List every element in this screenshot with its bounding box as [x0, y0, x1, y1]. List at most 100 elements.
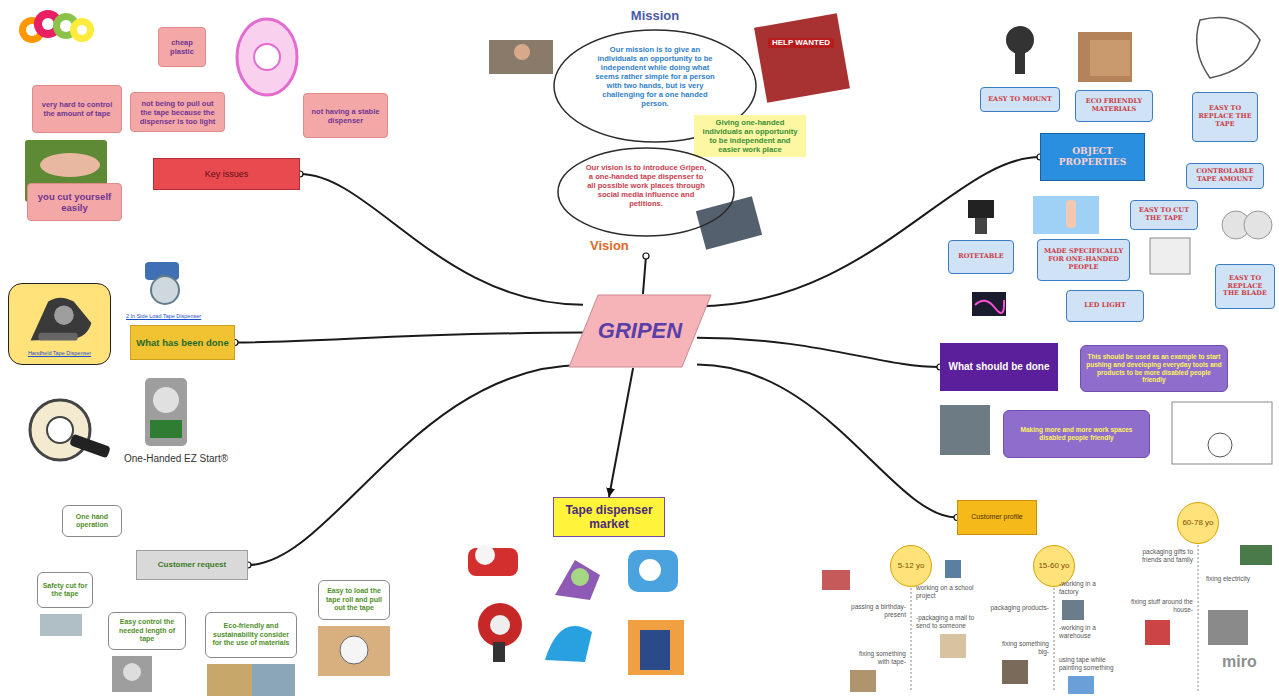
- node-text: MADE SPECIFICALLY FOR ONE-HANDED PEOPLE: [1042, 248, 1125, 271]
- note-box: Giving one-handed individuals an opportu…: [694, 115, 806, 157]
- illustration-shape: [514, 44, 530, 60]
- node-text: Mission: [552, 8, 758, 24]
- property-box: CONTROLABLE TAPE AMOUNT: [1186, 163, 1264, 189]
- illustration-shape: [1150, 238, 1190, 274]
- age-circle: 5-12 yo: [890, 545, 932, 587]
- illustration-shape: [1090, 40, 1130, 76]
- node-text: EASY TO CUT THE TAPE: [1135, 207, 1193, 223]
- illustration-shape: [975, 300, 1004, 313]
- node-text: you cut yourself easily: [32, 191, 117, 214]
- issue-box: not being to pull out the tape because t…: [130, 92, 225, 132]
- property-box: MADE SPECIFICALLY FOR ONE-HANDED PEOPLE: [1037, 239, 1130, 281]
- label-holder: miro: [1222, 652, 1274, 671]
- property-box: EASY TO REPLACE THE TAPE: [1192, 92, 1258, 142]
- illustration-shape: [1208, 433, 1232, 457]
- label-holder: working on a school project: [916, 584, 978, 600]
- node-text: Giving one-handed individuals an opportu…: [698, 118, 802, 154]
- property-box: EASY TO CUT THE TAPE: [1130, 200, 1198, 230]
- node-outline: [31, 298, 92, 341]
- label-text: 2 In Side Load Tape Dispenser: [126, 313, 236, 320]
- label-holder: fixing stuff around the house-: [1128, 598, 1193, 614]
- label-holder: packaging products-: [985, 604, 1049, 612]
- connector: [235, 333, 583, 343]
- branch-box: Customer profile: [957, 500, 1037, 535]
- illustration-shape: [1197, 18, 1260, 79]
- node-text: very hard to control the amount of tape: [37, 100, 117, 118]
- node-text: 15-60 yo: [1038, 561, 1069, 571]
- age-circle: 60-78 yo: [1177, 502, 1219, 544]
- illustration-shape: [628, 620, 684, 675]
- illustration-shape: [207, 664, 295, 696]
- property-box: EASY TO MOUNT: [980, 87, 1060, 112]
- illustration-shape: [490, 615, 510, 635]
- illustration-shape: [1054, 588, 1055, 692]
- label-holder: fixing electricity: [1206, 575, 1268, 583]
- illustration-shape: [77, 25, 87, 35]
- illustration-shape: [571, 568, 589, 586]
- illustration-shape: [252, 664, 295, 696]
- illustration-shape: [478, 603, 522, 647]
- illustration-shape: [112, 656, 152, 692]
- illustration-shape: [123, 663, 141, 681]
- node-text: Eco-friendly and sustainability consider…: [210, 622, 292, 647]
- illustration-shape: [628, 550, 678, 592]
- connector: [697, 157, 1040, 306]
- connector: [697, 365, 957, 518]
- note-box: Making more and more work spaces disable…: [1003, 410, 1150, 458]
- node-text: GRIPEN: [598, 318, 682, 344]
- connector: [248, 365, 583, 565]
- node-text: CONTROLABLE TAPE AMOUNT: [1191, 168, 1259, 184]
- note-box: This should be used as an example to sta…: [1080, 345, 1228, 392]
- illustration-shape: [1062, 600, 1084, 620]
- illustration-shape: [70, 18, 94, 42]
- should-be-done-photos: [940, 402, 1272, 464]
- illustration-shape: [1002, 660, 1028, 684]
- illustration-shape: [1172, 402, 1272, 464]
- label-text: fixing stuff around the house-: [1128, 598, 1193, 614]
- illustration-shape: [640, 630, 670, 670]
- illustration-shape: [1066, 200, 1076, 228]
- label-text: working on a school project: [916, 584, 978, 600]
- issue-box: you cut yourself easily: [27, 183, 122, 221]
- node-text: LED LIGHT: [1084, 302, 1126, 310]
- node-text: OBJECT PROPERTIES: [1045, 146, 1140, 168]
- node-outline: [54, 305, 74, 325]
- illustration-shape: [69, 434, 111, 459]
- connector: [300, 174, 583, 305]
- illustration-shape: [1068, 676, 1094, 694]
- label-text: fixing something big-: [990, 640, 1049, 656]
- request-box: Eco-friendly and sustainability consider…: [205, 612, 297, 658]
- node-text: EASY TO REPLACE THE TAPE: [1197, 105, 1253, 128]
- label-text: fixing something with tape-: [846, 650, 906, 666]
- node-text: Key issues: [205, 169, 249, 180]
- illustration-shape: [150, 420, 182, 438]
- label-text: One-Handed EZ Start®: [124, 453, 254, 465]
- illustration-shape: [1208, 610, 1248, 645]
- branch-box: Customer request: [136, 550, 248, 580]
- issue-box: not having a stable dispenser: [303, 93, 388, 138]
- illustration-shape: [968, 200, 994, 218]
- illustration-shape: [850, 670, 876, 692]
- profile-photos: [822, 545, 1272, 694]
- branch-box: Key issues: [153, 158, 300, 190]
- branch-box: OBJECT PROPERTIES: [1040, 133, 1145, 181]
- node-text: 5-12 yo: [898, 561, 925, 571]
- watermark: miro: [1222, 652, 1274, 671]
- tape-rolls-photo: [19, 10, 94, 43]
- node-text: 60-78 yo: [1182, 518, 1213, 528]
- node-text: Easy control the needed length of tape: [113, 618, 181, 643]
- illustration-shape: [145, 378, 187, 446]
- label-text: -packaging a mail to send to someone: [916, 614, 980, 630]
- node-outline: [38, 333, 77, 341]
- illustration-shape: [940, 405, 990, 455]
- mission-photos: [489, 13, 850, 250]
- illustration-shape: [340, 636, 368, 664]
- illustration-shape: [475, 545, 495, 565]
- illustration-shape: [237, 19, 297, 95]
- label-text: -working in a warehouse: [1059, 624, 1119, 640]
- node-text: What should be done: [948, 361, 1049, 373]
- label-text: -working in a factory: [1059, 580, 1114, 596]
- node-text: cheap plastic: [163, 38, 201, 56]
- node-text: ECO FRIENDLY MATERIALS: [1080, 98, 1148, 114]
